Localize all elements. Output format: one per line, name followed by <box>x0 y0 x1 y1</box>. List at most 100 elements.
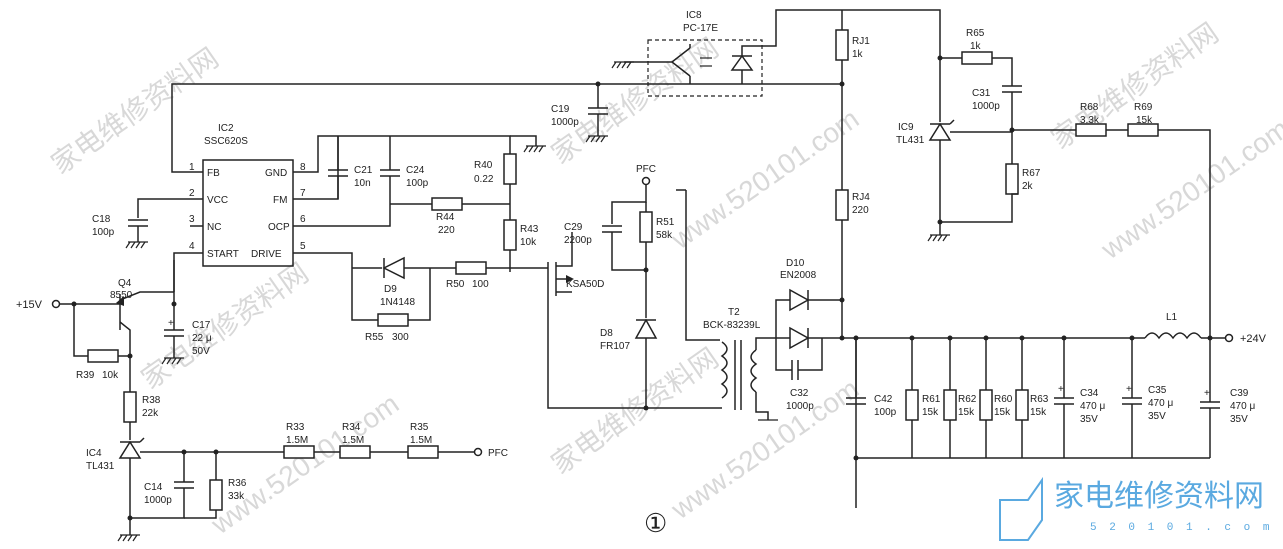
svg-text:SSC620S: SSC620S <box>204 136 248 147</box>
svg-text:100p: 100p <box>92 227 115 238</box>
r51: R51 58k <box>639 211 675 318</box>
r68: R68 3.3k <box>1012 102 1128 137</box>
svg-text:C34: C34 <box>1080 388 1099 399</box>
svg-text:PFC: PFC <box>636 164 656 175</box>
c14: C14 1000p <box>127 452 194 521</box>
svg-text:R44: R44 <box>436 212 455 223</box>
svg-text:1.5M: 1.5M <box>342 435 364 446</box>
pfc-node: PFC <box>611 164 656 224</box>
svg-text:1k: 1k <box>970 41 982 52</box>
svg-text:R51: R51 <box>656 217 675 228</box>
svg-text:FB: FB <box>207 168 220 179</box>
svg-text:C14: C14 <box>144 482 163 493</box>
svg-text:C24: C24 <box>406 165 425 176</box>
svg-text:FM: FM <box>273 195 287 206</box>
svg-text:RJ1: RJ1 <box>852 36 870 47</box>
svg-text:www.520101.com: www.520101.com <box>205 388 405 541</box>
svg-text:15k: 15k <box>1030 407 1047 418</box>
site-logo: 家电维修资料网 5 2 0 1 0 1 . c o m <box>999 476 1269 541</box>
svg-text:DRIVE: DRIVE <box>251 249 282 260</box>
svg-text:R38: R38 <box>142 395 161 406</box>
svg-text:1000p: 1000p <box>786 401 814 412</box>
svg-text:家电维修资料网: 家电维修资料网 <box>136 257 314 395</box>
svg-text:C17: C17 <box>192 320 211 331</box>
r39: R39 10k <box>71 301 133 381</box>
svg-text:家电维修资料网: 家电维修资料网 <box>546 32 724 170</box>
r65: R65 1k <box>940 28 1013 86</box>
svg-text:IC8: IC8 <box>686 10 702 21</box>
c35: + C35 470 μ 35V <box>1122 335 1173 458</box>
svg-text:+: + <box>1126 384 1132 395</box>
r62: R62 15k <box>943 335 977 458</box>
svg-text:R40: R40 <box>474 160 493 171</box>
r43: R43 10k <box>503 204 539 272</box>
svg-text:1N4148: 1N4148 <box>380 297 415 308</box>
svg-text:www.520101.com: www.520101.com <box>665 103 865 256</box>
r38: R38 22k <box>123 391 161 440</box>
opto-ic8: IC8 PC-17E <box>611 9 842 97</box>
svg-text:家电维修资料网: 家电维修资料网 <box>1054 479 1264 514</box>
svg-text:C31: C31 <box>972 88 991 99</box>
figure-number: ① <box>644 509 667 539</box>
q4: Q4 8550 <box>110 278 174 392</box>
svg-text:15k: 15k <box>922 407 939 418</box>
svg-text:+: + <box>1058 384 1064 395</box>
svg-text:4: 4 <box>189 241 195 252</box>
svg-text:C42: C42 <box>874 394 893 405</box>
svg-text:EN2008: EN2008 <box>780 270 817 281</box>
r61: R61 15k <box>905 335 941 458</box>
svg-text:PC-17E: PC-17E <box>683 23 718 34</box>
svg-text:R36: R36 <box>228 478 247 489</box>
svg-text:100p: 100p <box>406 178 429 189</box>
svg-text:5: 5 <box>300 241 306 252</box>
svg-text:R68: R68 <box>1080 102 1099 113</box>
svg-text:OCP: OCP <box>268 222 290 233</box>
svg-text:D10: D10 <box>786 258 805 269</box>
svg-text:GND: GND <box>265 168 287 179</box>
svg-text:IC9: IC9 <box>898 122 914 133</box>
r50: R50 100 <box>446 261 548 290</box>
svg-text:15k: 15k <box>994 407 1011 418</box>
r63: R63 15k <box>1015 335 1049 458</box>
c24: C24 100p <box>380 136 429 204</box>
svg-text:VCC: VCC <box>207 195 228 206</box>
svg-text:+: + <box>1204 388 1210 399</box>
svg-text:TL431: TL431 <box>86 461 115 472</box>
ic2: IC2 SSC620S FB VCC NC START GND FM OCP D… <box>189 123 306 267</box>
svg-text:IC4: IC4 <box>86 448 102 459</box>
svg-text:3: 3 <box>189 214 195 225</box>
r33: R33 1.5M <box>283 422 315 459</box>
svg-text:R35: R35 <box>410 422 429 433</box>
svg-text:R43: R43 <box>520 224 539 235</box>
r35: R35 1.5M <box>407 422 439 459</box>
ic4: IC4 TL431 <box>86 437 184 542</box>
svg-text:6: 6 <box>300 214 306 225</box>
c21: C21 10n <box>328 136 373 199</box>
svg-text:KSA50D: KSA50D <box>566 279 604 290</box>
c31: C31 1000p <box>972 85 1022 133</box>
svg-text:PFC: PFC <box>488 448 508 459</box>
c17: + C17 22 μ 50V <box>161 304 212 365</box>
transformer-t2: T2 BCK-83239L <box>685 190 778 421</box>
svg-text:22k: 22k <box>142 408 159 419</box>
svg-text:100: 100 <box>472 279 489 290</box>
svg-text:www.520101.com: www.520101.com <box>665 373 865 526</box>
d10: D10 EN2008 <box>775 258 842 350</box>
svg-text:C39: C39 <box>1230 388 1249 399</box>
svg-text:R67: R67 <box>1022 168 1041 179</box>
svg-text:R65: R65 <box>966 28 985 39</box>
svg-text:1.5M: 1.5M <box>410 435 432 446</box>
svg-text:8: 8 <box>300 162 306 173</box>
svg-text:RJ4: RJ4 <box>852 192 870 203</box>
pfc-terminal-2: PFC <box>473 447 508 459</box>
svg-text:C21: C21 <box>354 165 373 176</box>
svg-text:220: 220 <box>438 225 455 236</box>
svg-text:15k: 15k <box>1136 115 1153 126</box>
r55: R55 300 <box>351 268 431 343</box>
v24-terminal: +24V <box>1224 333 1267 345</box>
c18: C18 100p <box>92 214 149 249</box>
c42: C42 100p <box>846 394 897 418</box>
svg-text:1000p: 1000p <box>551 117 579 128</box>
svg-text:1000p: 1000p <box>144 495 172 506</box>
